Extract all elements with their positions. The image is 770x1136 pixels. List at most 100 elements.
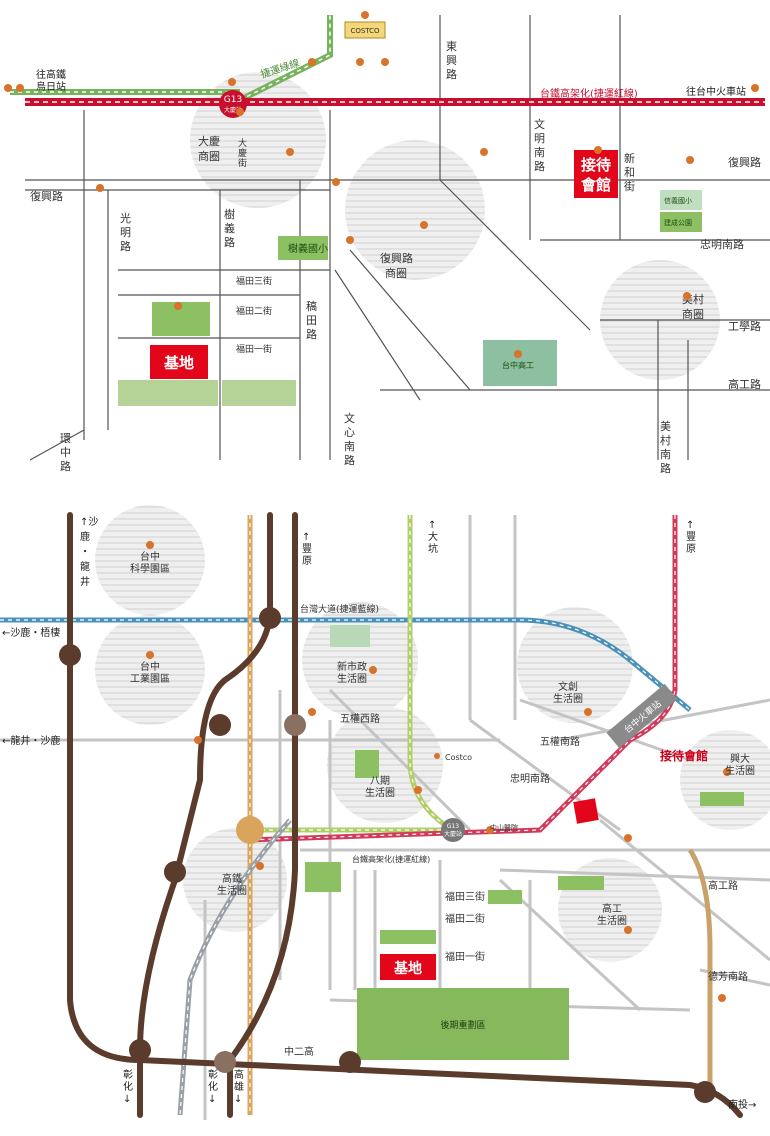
road-fuxing-w: 復興路 — [30, 190, 63, 203]
shuyi-school — [278, 236, 328, 260]
svg-text:化: 化 — [208, 1080, 218, 1093]
svg-text:生活圈: 生活圈 — [337, 672, 367, 685]
base-marker-bottom — [380, 954, 436, 980]
svg-text:坑: 坑 — [428, 542, 438, 555]
venue-marker — [574, 150, 618, 198]
road-shuyi: 樹 — [224, 208, 235, 221]
station-code: G13 — [224, 95, 242, 105]
ic-changhua — [129, 1039, 151, 1061]
svg-text:新市政: 新市政 — [337, 660, 367, 673]
zone-fuxing-1: 復興路 — [380, 252, 413, 265]
svg-text:福田三街: 福田三街 — [445, 890, 485, 903]
road-xinhe: 新 — [624, 151, 635, 165]
venue-label-bottom: 接待會館 — [660, 748, 708, 763]
svg-text:路: 路 — [120, 240, 131, 253]
road-gaogong: 高工路 — [728, 377, 761, 391]
svg-text:慶: 慶 — [238, 147, 247, 159]
svg-text:高: 高 — [234, 1068, 244, 1081]
svg-text:明: 明 — [534, 132, 545, 145]
ic-dali — [694, 1081, 716, 1103]
svg-text:信義國小: 信義國小 — [664, 196, 692, 205]
road-futian-2: 福田二街 — [236, 305, 272, 317]
zone-circle-fuxing — [345, 140, 485, 280]
road-gongxue: 工學路 — [728, 320, 761, 333]
road-dongxing: 東 — [446, 40, 457, 53]
zone-sci-1: 台中 — [140, 550, 160, 563]
road-wenmingnan: 文 — [534, 117, 545, 131]
ic-nantun — [209, 714, 231, 736]
blue-line-label: 台灣大道(捷運藍線) — [300, 603, 379, 615]
road-wenxinnan: 文 — [344, 411, 355, 425]
ic-wuquanxi — [284, 714, 306, 736]
svg-text:生活圈: 生活圈 — [725, 764, 755, 777]
svg-text:化: 化 — [123, 1080, 133, 1093]
svg-text:路: 路 — [224, 236, 235, 249]
svg-text:南: 南 — [660, 448, 671, 461]
road-huanzhong: 環 — [60, 432, 71, 445]
venue-marker-bottom — [573, 798, 599, 824]
zone-meicun-2: 商圈 — [682, 307, 704, 321]
svg-text:五權南路: 五權南路 — [540, 735, 580, 748]
base-label: 基地 — [163, 354, 194, 372]
street-daqing: 大 — [238, 137, 247, 149]
svg-text:路: 路 — [446, 68, 457, 81]
svg-text:原: 原 — [302, 555, 312, 567]
zone-fuxing-2: 商圈 — [385, 266, 407, 280]
zone-circle-sci — [95, 505, 205, 615]
svg-text:龍: 龍 — [80, 560, 90, 573]
svg-text:明: 明 — [120, 226, 131, 239]
svg-text:高鐵: 高鐵 — [222, 872, 242, 885]
svg-text:建成公園: 建成公園 — [664, 218, 692, 227]
to-west-label-2: 烏日站 — [36, 80, 66, 93]
station-g13-bottom — [441, 818, 465, 842]
top-map: G13 大慶站 COSTCO 捷運綠線 台鐵高架化(捷運紅線) 往高鐵 烏日站 … — [4, 11, 770, 475]
svg-text:高工路: 高工路 — [708, 879, 738, 892]
svg-text:和: 和 — [624, 166, 635, 179]
svg-text:台中高工: 台中高工 — [502, 360, 534, 370]
taichung-station — [606, 683, 678, 749]
road-futian-3: 福田三街 — [236, 275, 272, 287]
road-meicunnan: 美 — [660, 420, 671, 433]
svg-text:路: 路 — [534, 160, 545, 173]
venue-line1: 接待 — [581, 156, 611, 174]
zone-daqing-2: 商圈 — [198, 149, 220, 163]
svg-text:・: ・ — [80, 547, 90, 558]
svg-text:樹義國小: 樹義國小 — [288, 242, 328, 255]
svg-text:心: 心 — [344, 426, 355, 439]
road-futian-1: 福田一街 — [236, 343, 272, 355]
highway-zhongzhang — [227, 512, 298, 1118]
zone-circle-8th — [327, 707, 443, 823]
svg-text:田: 田 — [306, 314, 317, 327]
hsr-station — [236, 816, 264, 844]
ic-wangtian — [164, 861, 186, 883]
svg-text:南投→: 南投→ — [728, 1098, 756, 1111]
green-strip — [118, 380, 218, 406]
base-marker — [150, 345, 208, 379]
venue-line2: 會館 — [581, 176, 611, 194]
to-west-label-1: 往高鐵 — [36, 68, 66, 81]
zone-circle-ind — [95, 615, 205, 725]
svg-text:大慶站: 大慶站 — [444, 830, 462, 838]
zone-circle-xingda — [680, 730, 770, 830]
svg-text:街: 街 — [624, 179, 635, 193]
svg-text:↓: ↓ — [208, 1094, 216, 1105]
svg-text:↑沙: ↑沙 — [80, 516, 98, 528]
road-gaotian: 稿 — [306, 299, 317, 313]
svg-text:↓: ↓ — [234, 1094, 242, 1105]
svg-text:興: 興 — [446, 54, 457, 67]
red-line-label: 台鐵高架化(捷運紅線) — [540, 87, 638, 100]
svg-text:鹿: 鹿 — [80, 530, 90, 543]
svg-text:忠明南路: 忠明南路 — [510, 772, 550, 785]
svg-text:大: 大 — [428, 530, 438, 543]
svg-text:高工: 高工 — [602, 902, 622, 915]
svg-text:原: 原 — [686, 543, 696, 555]
zone-ind-2: 工業園區 — [130, 672, 170, 685]
road-zhongmingnan: 忠明南路 — [700, 238, 744, 251]
svg-text:福田一街: 福田一街 — [445, 950, 485, 963]
svg-text:南: 南 — [534, 146, 545, 159]
zone-ind-1: 台中 — [140, 660, 160, 673]
ic-longjing — [59, 644, 81, 666]
svg-text:豐: 豐 — [302, 542, 312, 555]
svg-text:中二高: 中二高 — [284, 1045, 314, 1058]
